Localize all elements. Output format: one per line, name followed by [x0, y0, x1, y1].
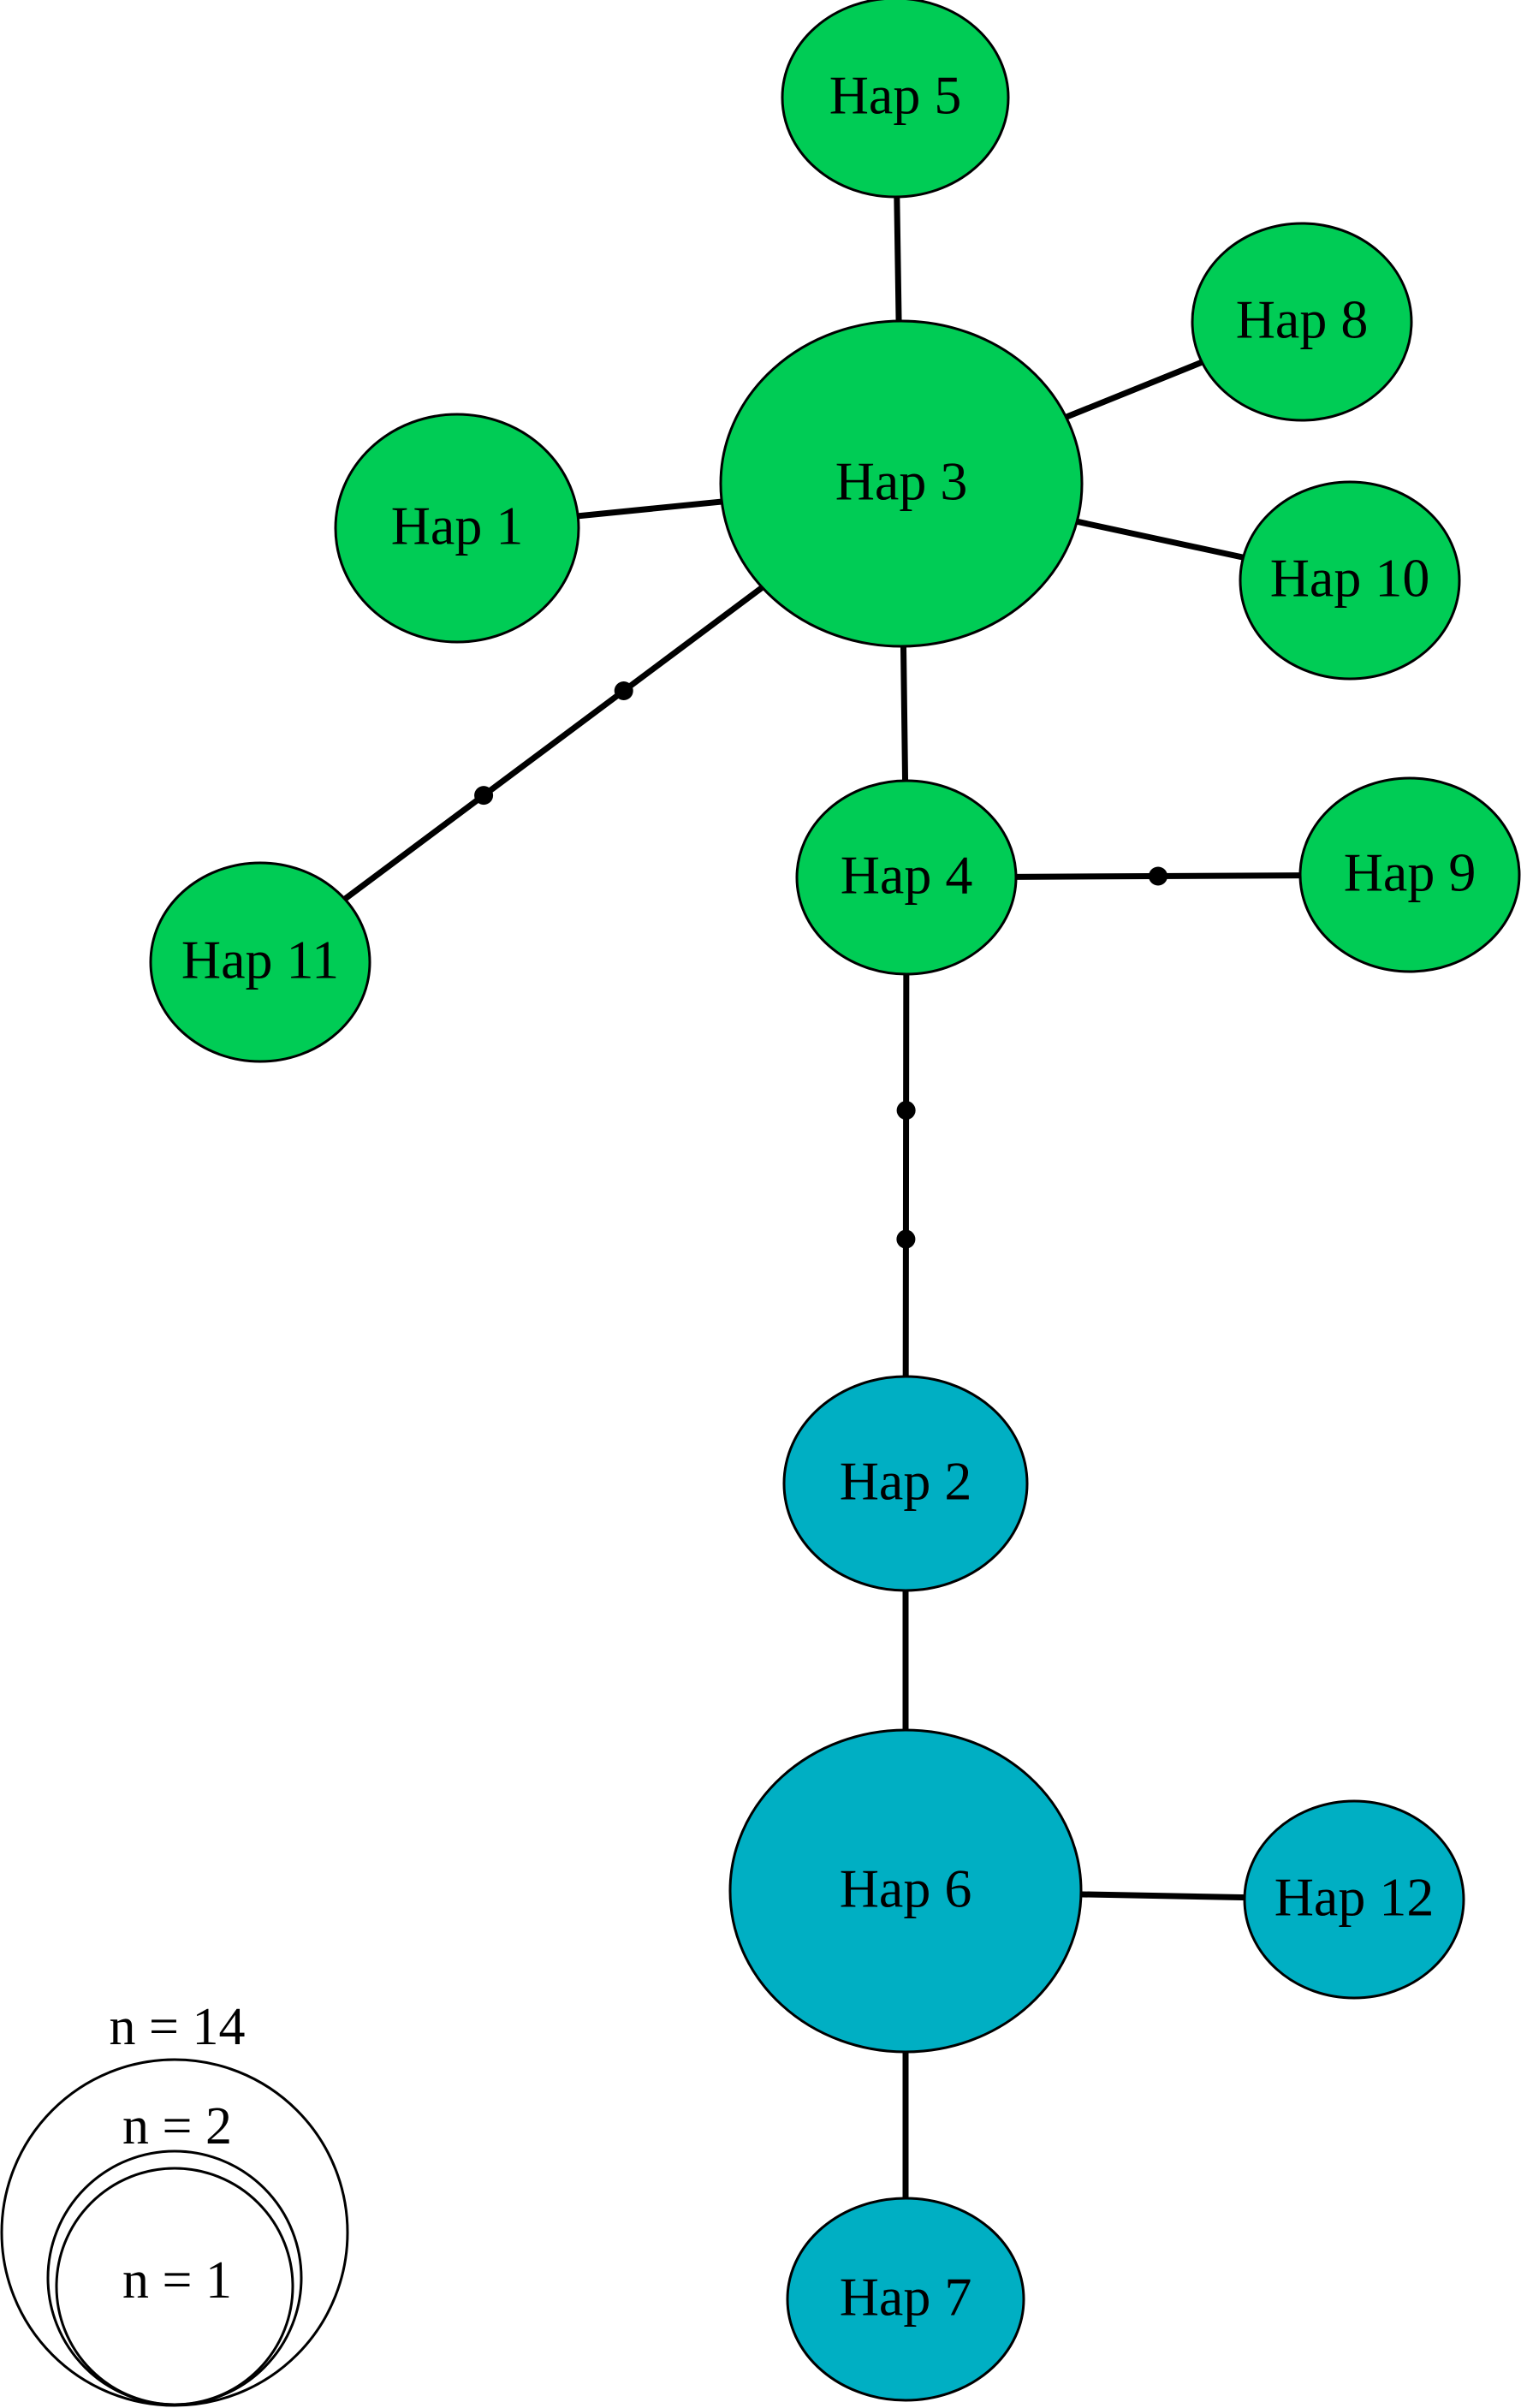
haplotype-nodes: Hap 1 Hap 2 Hap 3 Hap 4 Hap 5 Hap 6 Hap 7 Hap 8… [149, 0, 1521, 2402]
haplotype-circle [728, 1728, 1083, 2054]
median-vector-dot [474, 786, 494, 806]
haplotype-circle [149, 861, 371, 1063]
haplotype-label: Hap 2 [840, 1451, 972, 1512]
haplotype-circle [334, 413, 580, 644]
node-hap3: Hap 3 [719, 319, 1084, 648]
node-hap5: Hap 5 [781, 0, 1010, 199]
legend-label-medium: n = 2 [122, 2097, 232, 2155]
node-hap8: Hap 8 [1191, 222, 1413, 422]
haplotype-label: Hap 7 [840, 2267, 972, 2328]
haplotype-label: Hap 4 [841, 845, 973, 906]
haplotype-circle [781, 0, 1010, 199]
median-vector-dot [1149, 866, 1167, 886]
haplotype-circle [782, 1375, 1029, 1592]
node-hap11: Hap 11 [149, 861, 371, 1063]
haplotype-label: Hap 5 [829, 65, 962, 126]
legend-circle-small [55, 2167, 294, 2406]
node-hap6: Hap 6 [728, 1728, 1083, 2054]
node-hap1: Hap 1 [334, 413, 580, 644]
size-legend: n = 14 n = 2 n = 1 [0, 1998, 349, 2407]
haplotype-label: Hap 6 [840, 1858, 972, 1919]
legend-label-large: n = 14 [110, 1998, 246, 2056]
haplotype-circle [719, 319, 1084, 648]
haplotype-label: Hap 9 [1344, 842, 1476, 903]
haplotype-label: Hap 11 [181, 930, 339, 990]
median-vector-dot [614, 681, 633, 701]
haplotype-label: Hap 12 [1274, 1867, 1435, 1928]
node-hap7: Hap 7 [786, 2197, 1025, 2402]
haplotype-label: Hap 1 [391, 496, 524, 556]
node-hap2: Hap 2 [782, 1375, 1029, 1592]
haplotype-circle [1243, 1799, 1465, 2000]
legend-label-small: n = 1 [122, 2251, 232, 2310]
median-vector-dot [896, 1229, 916, 1249]
node-hap12: Hap 12 [1243, 1799, 1465, 2000]
haplotype-label: Hap 10 [1270, 548, 1430, 609]
haplotype-circle [1298, 776, 1521, 973]
haplotype-circle [795, 779, 1018, 976]
haplotype-circle [786, 2197, 1025, 2402]
haplotype-label: Hap 8 [1236, 289, 1369, 350]
median-vectors [474, 681, 1167, 1249]
node-hap10: Hap 10 [1239, 480, 1461, 681]
median-vector-dot [896, 1101, 916, 1121]
haplotype-label: Hap 3 [835, 451, 968, 512]
haplotype-circle [1239, 480, 1461, 681]
haplotype-circle [1191, 222, 1413, 422]
node-hap9: Hap 9 [1298, 776, 1521, 973]
node-hap4: Hap 4 [795, 779, 1018, 976]
